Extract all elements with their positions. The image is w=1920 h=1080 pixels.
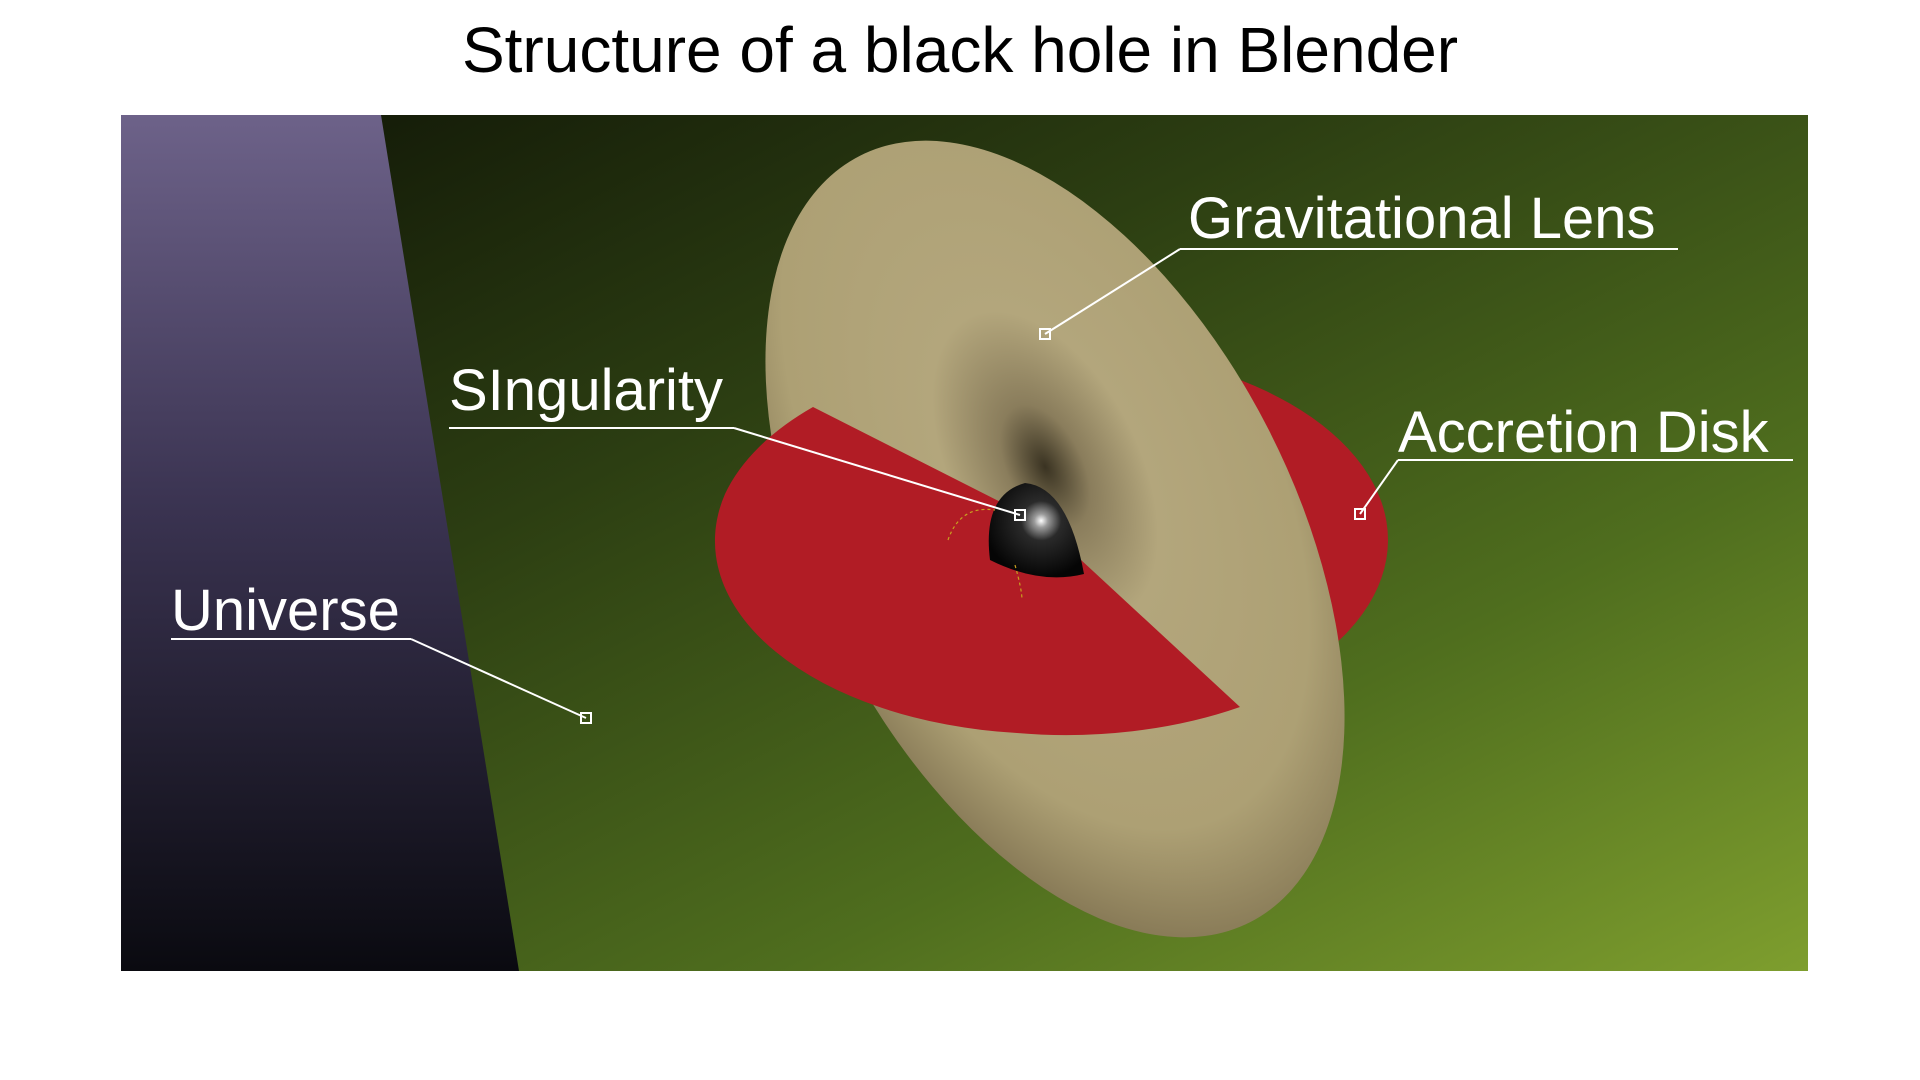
callout-gravitational-lens <box>1039 248 1678 340</box>
universe-slab <box>121 115 519 971</box>
page-title: Structure of a black hole in Blender <box>461 14 1459 86</box>
label-universe: Universe <box>171 578 400 643</box>
accretion-disk-front <box>714 407 1240 736</box>
callout-accretion-disk <box>1354 459 1793 520</box>
label-accretion-disk: Accretion Disk <box>1398 400 1770 465</box>
singularity-orbit <box>947 508 996 541</box>
label-singularity: SIngularity <box>449 358 723 423</box>
label-gravitational-lens: Gravitational Lens <box>1188 186 1655 251</box>
singularity-sphere <box>988 483 1084 578</box>
callout-universe <box>171 638 592 724</box>
callout-singularity <box>449 427 1026 521</box>
